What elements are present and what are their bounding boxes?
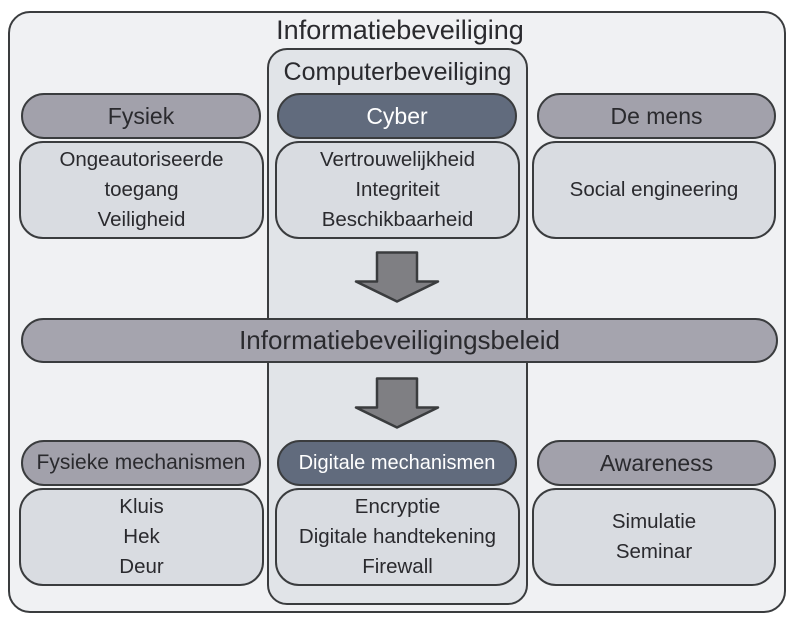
box-line: Hek bbox=[123, 525, 160, 548]
box-line: Encryptie bbox=[354, 495, 441, 518]
block-arrow-down-icon bbox=[354, 377, 440, 429]
box-line: Veiligheid bbox=[97, 208, 186, 231]
box-line: Integriteit bbox=[355, 178, 440, 201]
box-line: Kluis bbox=[119, 495, 164, 518]
pill-de-mens-label: De mens bbox=[610, 102, 703, 129]
box-digitale-mechanismen-items: Encryptie Digitale handtekening Firewall bbox=[275, 488, 520, 586]
box-line: Deur bbox=[119, 555, 164, 578]
box-awareness-items: Simulatie Seminar bbox=[532, 488, 776, 586]
box-line: Firewall bbox=[362, 555, 433, 578]
pill-digitale-mechanismen-label: Digitale mechanismen bbox=[298, 451, 496, 474]
pill-digitale-mechanismen: Digitale mechanismen bbox=[277, 440, 517, 486]
box-line: Beschikbaarheid bbox=[321, 208, 474, 231]
box-fysiek-items: Ongeautoriseerde toegang Veiligheid bbox=[19, 141, 264, 239]
policy-bar-label: Informatiebeveiligingsbeleid bbox=[239, 325, 560, 355]
box-fysieke-mechanismen-items: Kluis Hek Deur bbox=[19, 488, 264, 586]
box-line: Digitale handtekening bbox=[298, 525, 497, 548]
pill-de-mens: De mens bbox=[537, 93, 776, 139]
pill-fysiek: Fysiek bbox=[21, 93, 261, 139]
box-line: Simulatie bbox=[611, 510, 697, 533]
box-line: Ongeautoriseerde bbox=[59, 148, 224, 171]
block-arrow-down-icon bbox=[354, 251, 440, 303]
pill-awareness: Awareness bbox=[537, 440, 776, 486]
inner-title: Computerbeveiliging bbox=[283, 58, 512, 86]
pill-fysieke-mechanismen: Fysieke mechanismen bbox=[21, 440, 261, 486]
box-cyber-items: Vertrouwelijkheid Integriteit Beschikbaa… bbox=[275, 141, 520, 239]
diagram-title: Informatiebeveiliging bbox=[276, 15, 524, 45]
box-line: Social engineering bbox=[569, 178, 739, 201]
pill-fysiek-label: Fysiek bbox=[107, 102, 175, 129]
box-line: Seminar bbox=[615, 540, 693, 563]
box-de-mens-items: Social engineering bbox=[532, 141, 776, 239]
pill-cyber-label: Cyber bbox=[366, 102, 428, 129]
policy-bar: Informatiebeveiligingsbeleid bbox=[21, 318, 778, 363]
box-line: toegang bbox=[104, 178, 179, 201]
pill-awareness-label: Awareness bbox=[599, 449, 714, 476]
pill-cyber: Cyber bbox=[277, 93, 517, 139]
box-line: Vertrouwelijkheid bbox=[320, 148, 475, 171]
pill-fysieke-mechanismen-label: Fysieke mechanismen bbox=[36, 451, 246, 474]
